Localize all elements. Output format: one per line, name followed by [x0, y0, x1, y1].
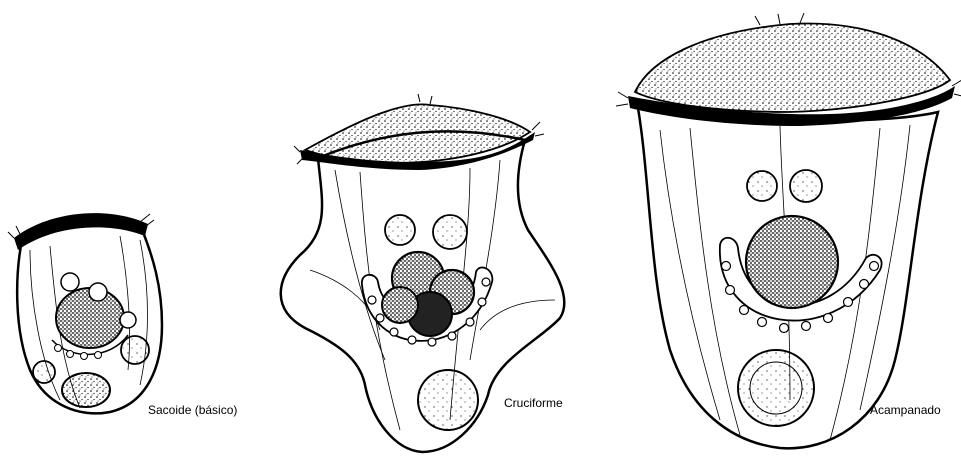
acampanado-macronucleus — [746, 216, 838, 308]
acampanado-peristome — [635, 23, 950, 112]
acampanado-organism — [616, 13, 961, 448]
cruciforme-label: Cruciforme — [504, 396, 563, 410]
sacoide-label: Sacoide (básico) — [148, 403, 237, 417]
sacoide-organism — [8, 213, 162, 413]
acampanado-label: Acampanado — [870, 403, 941, 417]
